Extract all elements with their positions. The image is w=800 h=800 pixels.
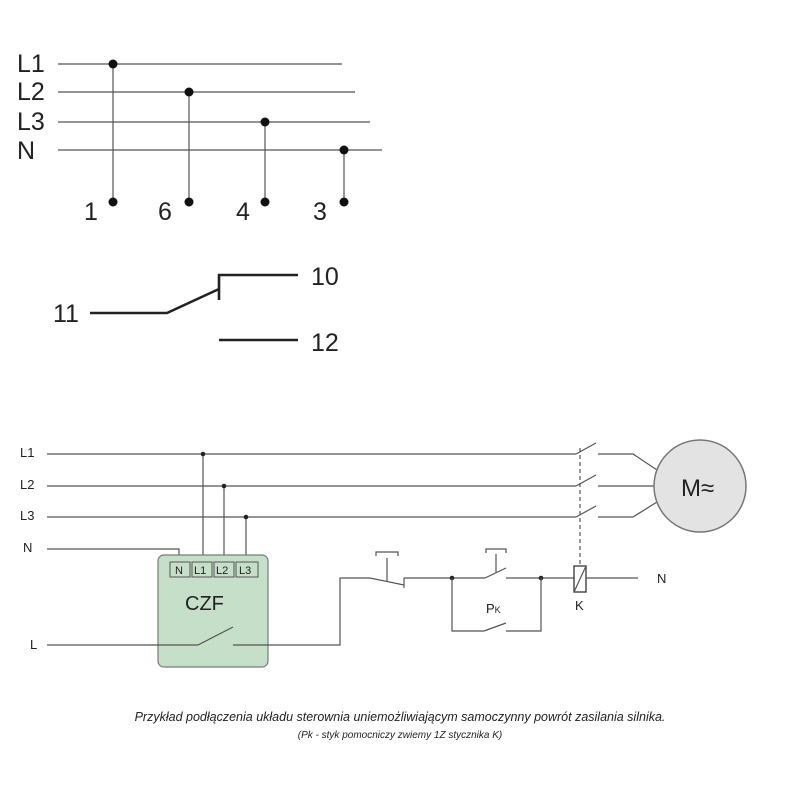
terminal-drop-4: 4 bbox=[236, 117, 270, 226]
czf-terminal-l1: L1 bbox=[194, 565, 206, 577]
rail-label-l1: L1 bbox=[17, 50, 45, 78]
start-pushbutton bbox=[484, 548, 507, 579]
terminal-diagram: L1 L2 L3 N 1 6 4 3 bbox=[17, 50, 382, 226]
motor-feed-l1 bbox=[598, 453, 658, 471]
czf-terminal-l2: L2 bbox=[216, 565, 228, 577]
motor-label: M≈ bbox=[681, 475, 714, 502]
junction-dot bbox=[260, 117, 270, 127]
terminal-dot bbox=[108, 197, 118, 207]
normally-open-contact bbox=[217, 273, 298, 300]
stop-pushbutton bbox=[369, 551, 405, 588]
line-label-l3: L3 bbox=[20, 508, 34, 523]
czf-module: N L1 L2 L3 CZF bbox=[157, 554, 269, 668]
auxiliary-contact: PK bbox=[451, 578, 542, 632]
line-label-n: N bbox=[23, 540, 32, 555]
contactor-coil-label: K bbox=[575, 598, 584, 613]
terminal-dot bbox=[184, 197, 194, 207]
terminal-label: 4 bbox=[236, 198, 250, 226]
control-line bbox=[268, 577, 370, 646]
terminal-drop-6: 6 bbox=[158, 87, 194, 226]
czf-module-label: CZF bbox=[185, 593, 224, 615]
junction-dot bbox=[108, 59, 118, 69]
caption-main: Przykład podłączenia układu sterownia un… bbox=[134, 710, 666, 724]
junction-dot bbox=[243, 514, 249, 520]
junction-dot bbox=[221, 483, 227, 489]
common-label: 11 bbox=[53, 300, 79, 328]
motor-symbol bbox=[653, 439, 747, 533]
normally-open-label: 10 bbox=[311, 263, 339, 291]
czf-terminal-block: N L1 L2 L3 bbox=[169, 561, 259, 578]
auxiliary-contact-label: PK bbox=[486, 601, 501, 616]
rail-label-l2: L2 bbox=[17, 78, 45, 106]
common-contact-arm bbox=[90, 287, 220, 315]
motor-feed-l3 bbox=[598, 501, 658, 518]
junction-dot bbox=[339, 145, 349, 155]
line-label-l1: L1 bbox=[20, 445, 34, 460]
junction-dot bbox=[200, 451, 206, 457]
line-label-l: L bbox=[30, 637, 37, 652]
terminal-label: 6 bbox=[158, 198, 172, 226]
terminal-dot bbox=[260, 197, 270, 207]
junction-dot bbox=[184, 87, 194, 97]
terminal-label: 1 bbox=[84, 198, 98, 226]
motor: M≈ bbox=[653, 439, 747, 533]
contactor-main-contacts bbox=[575, 442, 597, 565]
czf-terminal-l3: L3 bbox=[239, 565, 251, 577]
coil-neutral-label: N bbox=[657, 571, 666, 586]
rail-label-l3: L3 bbox=[17, 108, 45, 136]
line-label-l2: L2 bbox=[20, 477, 34, 492]
czf-terminal-n: N bbox=[175, 565, 183, 577]
rail-label-n: N bbox=[17, 137, 35, 165]
caption-sub: (Pk - styk pomocniczy zwiemy 1Z stycznik… bbox=[297, 730, 503, 741]
czf-module-body bbox=[157, 554, 269, 668]
terminal-drop-1: 1 bbox=[84, 59, 118, 226]
terminal-dot bbox=[339, 197, 349, 207]
czf-relay-contact bbox=[197, 626, 234, 646]
terminal-label: 3 bbox=[313, 198, 327, 226]
normally-closed-label: 12 bbox=[311, 329, 339, 357]
wiring-example: L1 L2 L3 N L M≈ bbox=[20, 439, 747, 668]
relay-contact-diagram: 11 10 12 bbox=[53, 263, 339, 357]
contactor-coil: K bbox=[573, 565, 587, 613]
terminal-drop-3: 3 bbox=[313, 145, 349, 226]
